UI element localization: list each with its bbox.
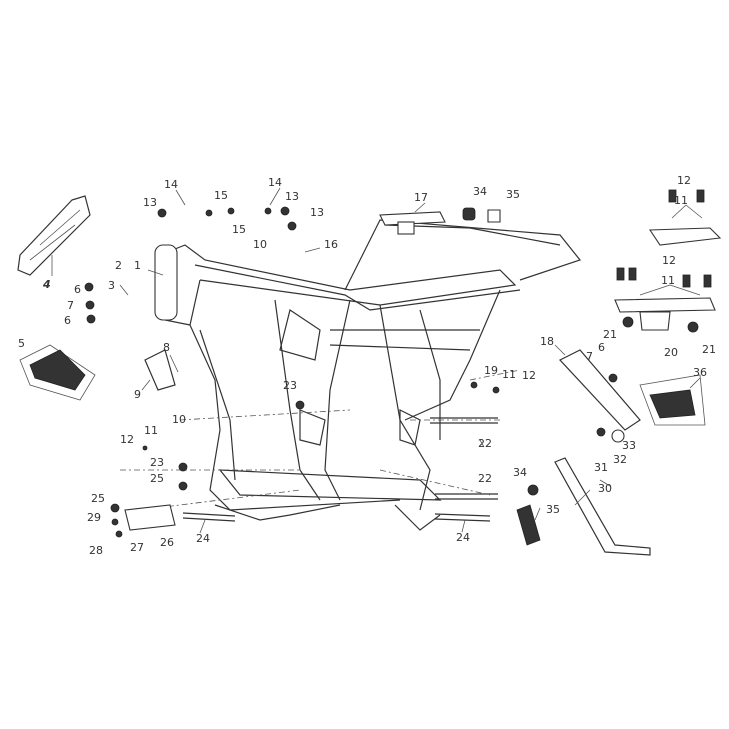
callout-32: 32 [613,453,627,466]
callout-25: 25 [150,472,164,485]
callout-labels: 4 2 1 3 6 7 6 5 8 9 10 11 12 23 25 25 29… [18,174,716,557]
callout-17: 17 [414,191,428,204]
callout-9: 9 [134,388,141,401]
callout-22: 22 [478,437,492,450]
callout-21b: 21 [702,343,716,356]
callout-6: 6 [74,283,81,296]
callout-13c: 13 [310,206,324,219]
callout-20: 20 [664,346,678,359]
callout-3: 3 [108,279,115,292]
callout-34b: 34 [513,466,527,479]
callout-6b: 6 [64,314,71,327]
callout-31: 31 [594,461,608,474]
callout-14: 14 [164,178,178,191]
callout-27: 27 [130,541,144,554]
callout-11: 11 [144,424,158,437]
callout-21: 21 [603,328,617,341]
callout-29: 29 [87,511,101,524]
callout-15b: 15 [232,223,246,236]
callout-13b: 13 [285,190,299,203]
callout-4: 4 [42,278,51,291]
callout-35b: 35 [546,503,560,516]
callout-24: 24 [196,532,210,545]
callout-22b: 22 [478,472,492,485]
callout-12: 12 [120,433,134,446]
callout-23b: 23 [283,379,297,392]
callout-18: 18 [540,335,554,348]
callout-11d: 11 [502,368,516,381]
callout-1: 1 [134,259,141,272]
callout-13: 13 [143,196,157,209]
callout-30: 30 [598,482,612,495]
callout-11b: 11 [674,194,688,207]
callout-7: 7 [67,299,74,312]
callout-12b: 12 [677,174,691,187]
callout-12d: 12 [522,369,536,382]
callout-5: 5 [18,337,25,350]
callout-23: 23 [150,456,164,469]
callout-26: 26 [160,536,174,549]
callout-28: 28 [89,544,103,557]
callout-16: 16 [324,238,338,251]
callout-24b: 24 [456,531,470,544]
callout-36: 36 [693,366,707,379]
callout-14b: 14 [268,176,282,189]
callout-25b: 25 [91,492,105,505]
callout-10b: 10 [253,238,267,251]
callout-33: 33 [622,439,636,452]
callout-35: 35 [506,188,520,201]
callout-19: 19 [484,364,498,377]
callout-2: 2 [115,259,122,272]
callout-10: 10 [172,413,186,426]
callout-11c: 11 [661,274,675,287]
callout-8: 8 [163,341,170,354]
callout-34: 34 [473,185,487,198]
callout-7b: 7 [586,350,593,363]
callout-12c: 12 [662,254,676,267]
callout-6c: 6 [598,341,605,354]
callout-15: 15 [214,189,228,202]
main-frame [154,219,582,531]
